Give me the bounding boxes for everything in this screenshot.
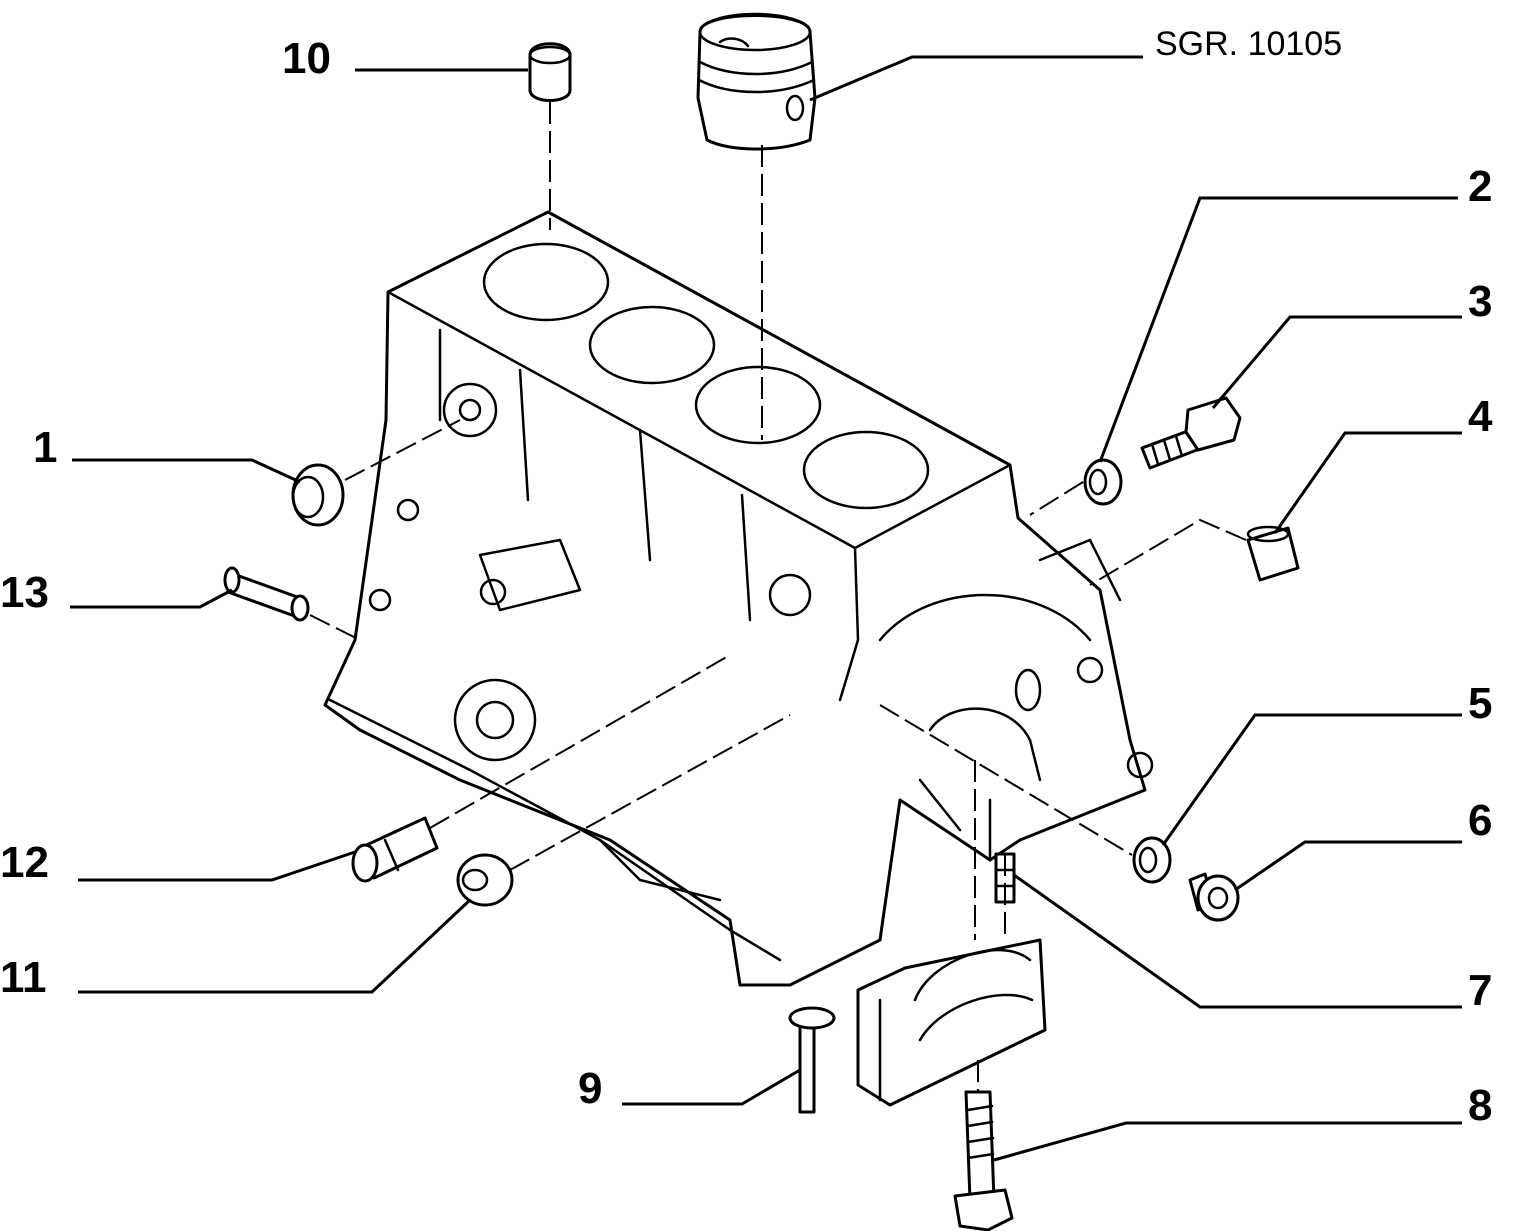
callout-6: 6 (1468, 796, 1492, 845)
part-2-washer (1083, 458, 1123, 506)
part-8-cap-bolt (953, 1090, 1014, 1231)
engine-block (323, 210, 1154, 987)
part-3-bolt (1140, 396, 1242, 470)
reference-label: SGR. 10105 (1155, 25, 1342, 63)
callout-11: 11 (0, 953, 47, 1002)
part-11-plug (456, 853, 514, 907)
part-13-dowel (223, 566, 310, 622)
part-9-pin (788, 1006, 836, 1114)
callout-2: 2 (1468, 162, 1492, 211)
leader-lines (70, 55, 1462, 1162)
callout-8: 8 (1468, 1081, 1492, 1130)
callout-12: 12 (0, 838, 49, 887)
piston-assembly (696, 12, 817, 151)
callout-9: 9 (578, 1064, 602, 1113)
part-6-bolt (1188, 872, 1240, 922)
part-4-plug (1246, 525, 1300, 582)
callout-7: 7 (1468, 966, 1492, 1015)
part-main-bearing-cap (856, 938, 1047, 1107)
assembly-lines (309, 102, 1247, 1092)
callout-1: 1 (33, 423, 57, 472)
cylinder-bores (482, 242, 930, 510)
part-1-seal-ring (291, 463, 345, 527)
callout-5: 5 (1468, 679, 1492, 728)
part-5-washer (1132, 836, 1172, 884)
callout-3: 3 (1468, 277, 1492, 326)
callout-10: 10 (282, 34, 331, 83)
part-10-plug (528, 42, 572, 102)
callout-13: 13 (0, 568, 49, 617)
callout-4: 4 (1468, 392, 1493, 441)
part-12-bushing (351, 816, 439, 883)
